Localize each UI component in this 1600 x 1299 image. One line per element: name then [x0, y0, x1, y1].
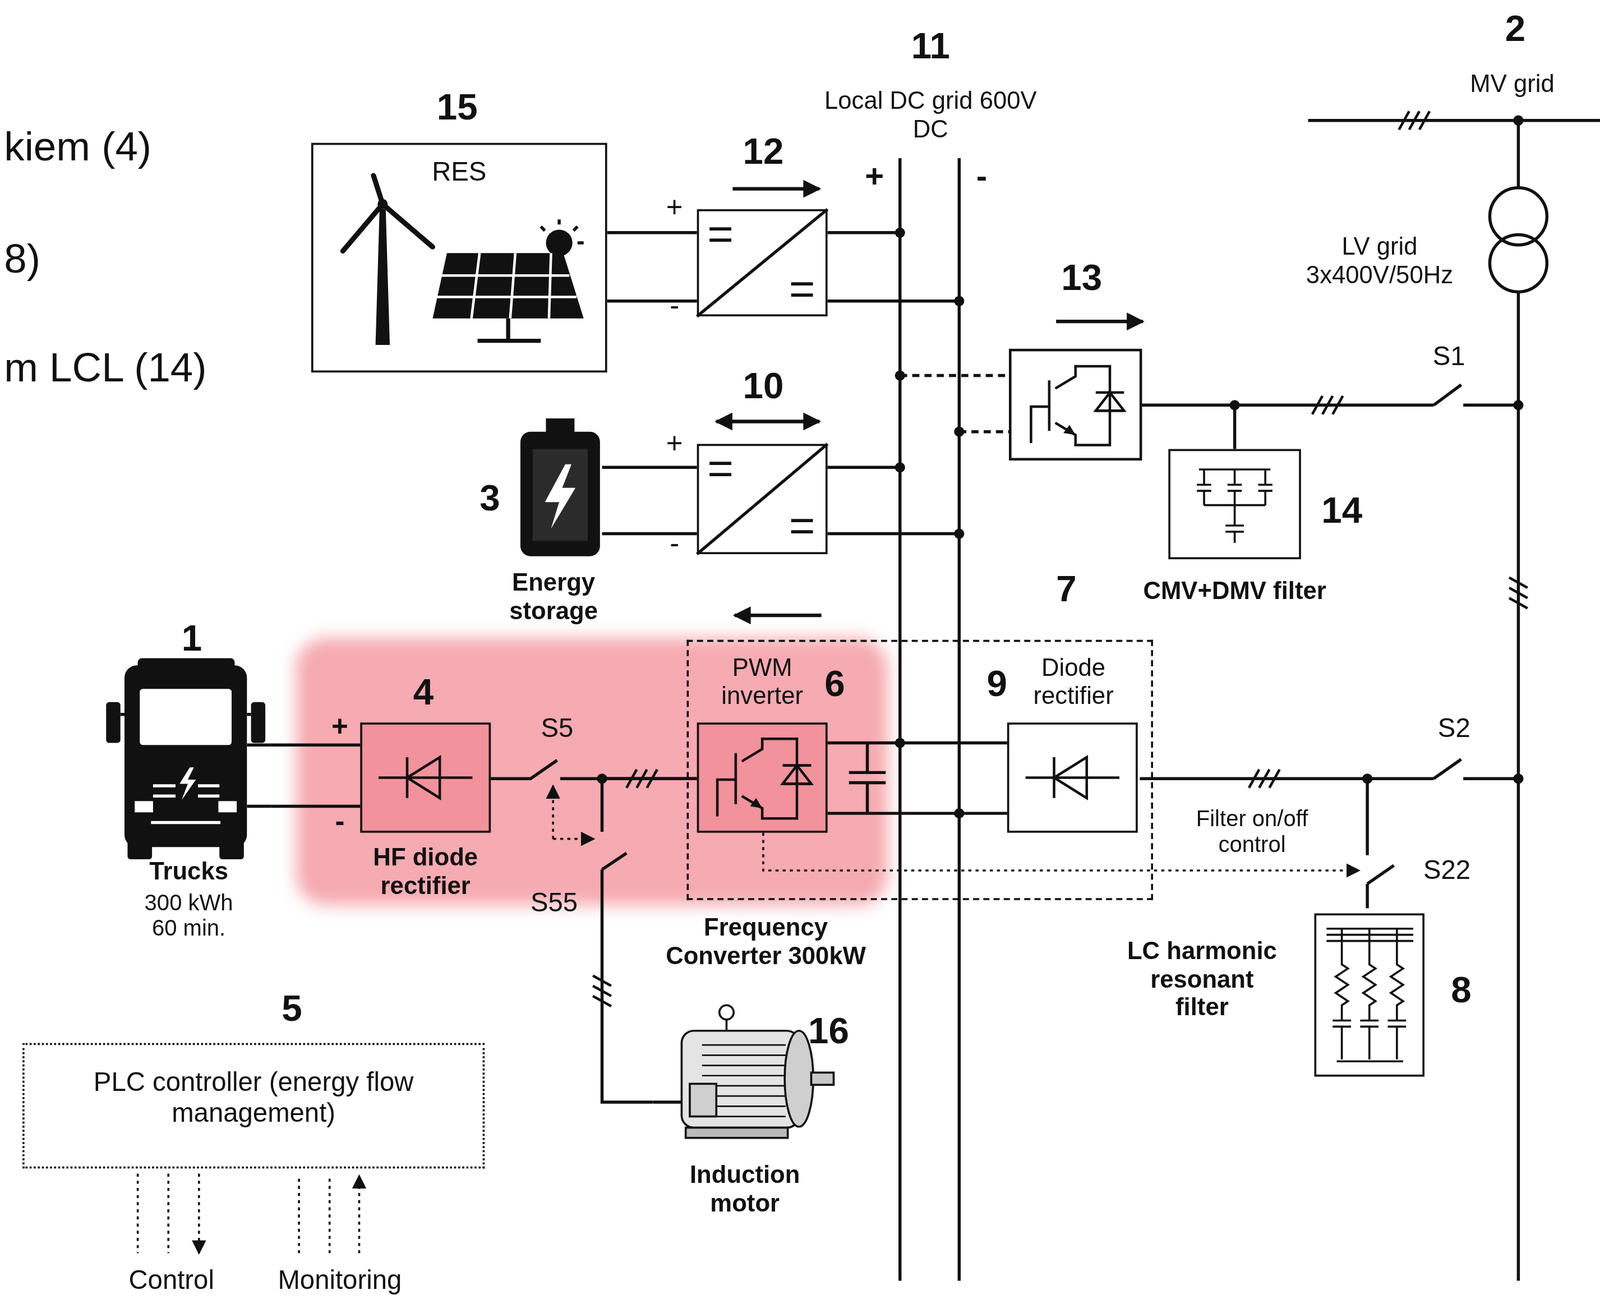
label-text: +	[864, 157, 884, 196]
callout-number: 6	[824, 662, 845, 705]
callout-number: 10	[743, 364, 785, 407]
label-text: S55	[530, 887, 578, 919]
node-text: =	[780, 266, 824, 312]
plc-controller: PLC controller (energy flow management)	[22, 1043, 485, 1169]
res-box: RES	[311, 143, 608, 373]
callout-number: 12	[743, 130, 785, 173]
label-text: S5	[541, 713, 574, 744]
node-text: Energy storage	[479, 568, 628, 625]
callout-number: 4	[413, 670, 434, 713]
label-text: Control	[128, 1265, 215, 1296]
callout-number: 7	[1056, 567, 1077, 610]
label-text: -	[669, 527, 680, 561]
box-outline	[360, 722, 491, 833]
callout-number: 5	[281, 987, 302, 1030]
node-text: PWM inverter	[706, 652, 819, 709]
wire	[602, 467, 698, 534]
label-text: Local DC grid 600V DC	[823, 86, 1038, 143]
lc-harmonic-filter: LC harmonic resonant filter	[1101, 907, 1429, 1082]
box-outline	[1168, 449, 1302, 560]
frequency-converter: Frequency Converter 300kWPWM inverterDio…	[686, 639, 1154, 901]
wire-segment	[602, 466, 698, 469]
label-text: +	[666, 191, 684, 225]
wire	[1139, 778, 1394, 908]
callout-number: 15	[436, 85, 478, 128]
callout-number: 3	[479, 476, 500, 519]
wire-segment	[602, 869, 654, 1102]
wire-segment	[602, 532, 698, 536]
truck: Trucks 300 kWh 60 min.	[107, 652, 271, 959]
wire-segment	[270, 804, 361, 808]
callout-number: 11	[911, 24, 951, 67]
node-text: HF diode rectifier	[344, 842, 506, 899]
wire	[490, 760, 698, 779]
wire-segment	[607, 299, 698, 303]
box-outline	[1007, 722, 1138, 833]
label-text: +	[331, 709, 349, 744]
label-text: m LCL (14)	[3, 343, 207, 391]
callout-number: 2	[1505, 7, 1526, 50]
callout-number: 13	[1061, 256, 1102, 299]
label-text: +	[666, 427, 684, 461]
hf-diode-rectifier: HF diode rectifier	[360, 722, 491, 917]
label-text: Monitoring	[277, 1265, 402, 1296]
box-outline	[1314, 913, 1426, 1077]
node-text: PLC controller (energy flow management)	[32, 1067, 475, 1129]
callout-number: 16	[808, 1009, 850, 1052]
node-text: =	[698, 445, 742, 491]
label-text: S22	[1423, 855, 1471, 886]
node-text: =	[698, 211, 742, 257]
diode-rectifier: Diode rectifier	[1007, 652, 1141, 847]
label-text: -	[669, 289, 680, 324]
callout-number: 14	[1321, 489, 1363, 532]
label-text: 8)	[3, 234, 41, 282]
wire-segment	[602, 778, 698, 832]
wire-segment	[270, 743, 361, 747]
node-text: RES	[311, 157, 608, 188]
wire-segment	[607, 231, 698, 234]
node-text: Frequency Converter 300kW	[656, 913, 876, 970]
callout-number: 8	[1450, 968, 1472, 1011]
node-text: 300 kWh 60 min.	[132, 890, 246, 942]
pwm-inverter: PWM inverter	[697, 652, 828, 847]
wire-segment	[1367, 865, 1394, 884]
dc-dc-converter: ==	[697, 209, 828, 317]
label-text: Filter on/off control	[1170, 805, 1334, 858]
node-text: CMV+DMV filter	[1112, 576, 1358, 605]
node-text: LC harmonic resonant filter	[1120, 936, 1284, 1022]
callout-number: 9	[986, 662, 1007, 705]
node-text: Diode rectifier	[1012, 652, 1135, 709]
label-text: -	[976, 157, 988, 196]
dc-dc-converter: ==	[697, 443, 828, 555]
wire	[270, 744, 361, 806]
wire	[602, 778, 698, 1102]
energy-storage: Energy storage	[505, 413, 603, 638]
wire-segment	[602, 852, 627, 870]
label-text: LV grid 3x400V/50Hz	[1290, 232, 1469, 289]
node-text: Trucks	[107, 856, 271, 885]
label-text: S2	[1437, 713, 1471, 744]
wire	[607, 232, 698, 302]
label-text: MV grid	[1469, 69, 1555, 98]
callout-number: 1	[181, 616, 202, 659]
node-text: Induction motor	[673, 1160, 817, 1217]
label-text: -	[334, 804, 345, 838]
cmv-dmv-filter: CMV+DMV filter	[1168, 449, 1302, 560]
box-outline	[697, 722, 828, 833]
wire-segment	[1365, 883, 1369, 909]
label-text: S1	[1432, 342, 1466, 373]
node-text: =	[780, 503, 824, 548]
label-text: kiem (4)	[3, 122, 152, 170]
wire-segment	[490, 760, 557, 779]
